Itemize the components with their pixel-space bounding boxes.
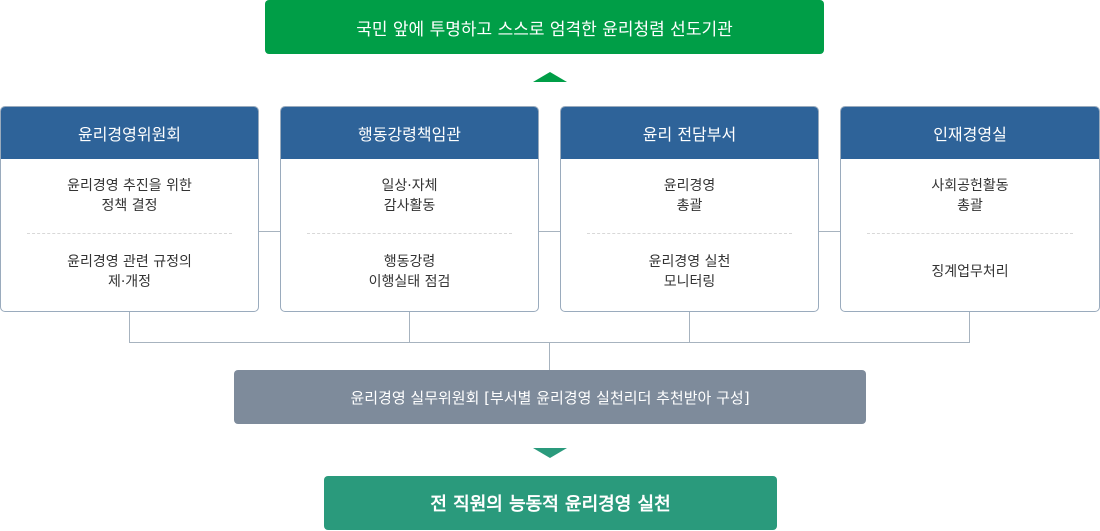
connector-line: [539, 231, 561, 232]
arrow-up-icon: [533, 72, 567, 82]
divider: [27, 233, 232, 234]
card-item: 사회공헌활동 총괄: [931, 178, 1009, 214]
connector-line: [819, 231, 841, 232]
arrow-down-icon: [533, 448, 567, 458]
connector-line: [689, 312, 690, 342]
connector-line: [969, 312, 970, 342]
card-title: 윤리 전담부서: [561, 107, 818, 159]
vision-banner: 국민 앞에 투명하고 스스로 엄격한 윤리청렴 선도기관: [265, 0, 824, 54]
card-item: 일상·자체 감사활동: [381, 178, 438, 214]
card-hr-office: 인재경영실 사회공헌활동 총괄 징계업무처리: [840, 106, 1100, 312]
connector-line: [129, 312, 130, 342]
card-code-officer: 행동강령책임관 일상·자체 감사활동 행동강령 이행실태 점검: [280, 106, 539, 312]
card-title: 행동강령책임관: [281, 107, 538, 159]
divider: [867, 233, 1073, 234]
card-title: 윤리경영위원회: [1, 107, 258, 159]
connector-line: [549, 342, 550, 370]
card-ethics-committee: 윤리경영위원회 윤리경영 추진을 위한 정책 결정 윤리경영 관련 규정의 제·…: [0, 106, 259, 312]
card-item: 윤리경영 총괄: [663, 178, 716, 214]
card-item: 윤리경영 추진을 위한 정책 결정: [67, 178, 192, 214]
working-committee-banner: 윤리경영 실무위원회 [부서별 윤리경영 실천리더 추천받아 구성]: [234, 370, 866, 424]
card-item: 윤리경영 실천 모니터링: [648, 253, 731, 290]
card-ethics-department: 윤리 전담부서 윤리경영 총괄 윤리경영 실천 모니터링: [560, 106, 819, 312]
vision-text: 국민 앞에 투명하고 스스로 엄격한 윤리청렴 선도기관: [356, 19, 733, 40]
goal-banner: 전 직원의 능동적 윤리경영 실천: [324, 476, 777, 530]
goal-text: 전 직원의 능동적 윤리경영 실천: [430, 494, 671, 515]
connector-line: [259, 231, 281, 232]
card-item: 징계업무처리: [931, 263, 1009, 280]
working-committee-text: 윤리경영 실무위원회 [부서별 윤리경영 실천리더 추천받아 구성]: [350, 388, 750, 407]
divider: [307, 233, 512, 234]
divider: [587, 233, 792, 234]
card-item: 윤리경영 관련 규정의 제·개정: [67, 253, 192, 290]
card-item: 행동강령 이행실태 점검: [368, 253, 451, 290]
connector-line: [409, 312, 410, 342]
card-title: 인재경영실: [841, 107, 1099, 159]
